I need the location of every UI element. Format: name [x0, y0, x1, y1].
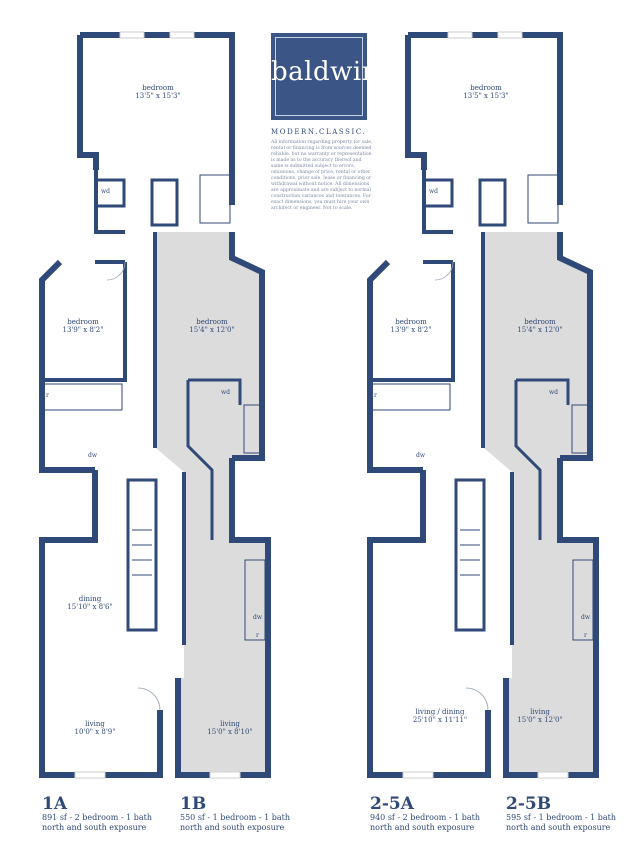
- unit-specs: 550 sf - 1 bedroom - 1 bath: [180, 813, 290, 822]
- logo-wordmark: baldwin: [271, 57, 379, 87]
- logo-border: [275, 37, 363, 116]
- unit-name: 2-5A: [370, 794, 414, 814]
- unit-exposure: north and south exposure: [42, 823, 147, 832]
- disclaimer-text: All information regarding property for s…: [271, 140, 373, 211]
- unit-name: 1A: [42, 794, 68, 814]
- fixture-label-dw: dw: [416, 452, 425, 459]
- unit-caption-2-5a: 2-5A 940 sf - 2 bedroom - 1 bath north a…: [370, 795, 480, 833]
- baldwin-logo: baldwin: [271, 33, 379, 120]
- unit-caption-1a: 1A 891 sf - 2 bedroom - 1 bath north and…: [42, 795, 152, 833]
- unit-specs: 891 sf - 2 bedroom - 1 bath: [42, 813, 152, 822]
- fixture-label-r: r: [46, 392, 49, 399]
- unit-caption-2-5b: 2-5B 595 sf - 1 bedroom - 1 bath north a…: [506, 795, 616, 833]
- fixture-label-dw: dw: [581, 614, 590, 621]
- fixture-label-r: r: [374, 392, 377, 399]
- fixture-label-wd: wd: [101, 188, 110, 195]
- unit-exposure: north and south exposure: [506, 823, 611, 832]
- fixture-label-wd: wd: [549, 389, 558, 396]
- unit-exposure: north and south exposure: [370, 823, 475, 832]
- unit-specs: 595 sf - 1 bedroom - 1 bath: [506, 813, 616, 822]
- fixture-label-wd: wd: [429, 188, 438, 195]
- unit-name: 2-5B: [506, 794, 552, 814]
- brand-tagline: MODERN.CLASSIC.: [271, 128, 367, 136]
- unit-specs: 940 sf - 2 bedroom - 1 bath: [370, 813, 480, 822]
- unit-caption-1b: 1B 550 sf - 1 bedroom - 1 bath north and…: [180, 795, 290, 833]
- fixture-label-r: r: [584, 632, 587, 639]
- unit-exposure: north and south exposure: [180, 823, 285, 832]
- fixture-label-wd: wd: [221, 389, 230, 396]
- fixture-label-r: r: [256, 632, 259, 639]
- fixture-label-dw: dw: [253, 614, 262, 621]
- unit-name: 1B: [180, 794, 207, 814]
- fixture-label-dw: dw: [88, 452, 97, 459]
